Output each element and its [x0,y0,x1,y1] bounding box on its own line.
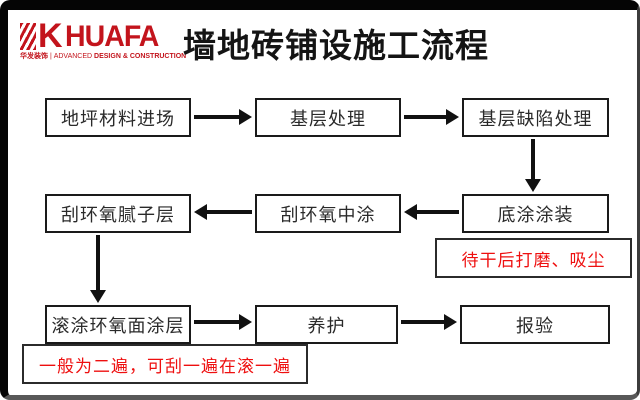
flow-box-material-entry: 地坪材料进场 [45,98,191,137]
arrow-left-icon [404,203,459,221]
arrow-down-icon [90,235,106,303]
flow-box-epoxy-putty-layer: 刮环氧腻子层 [45,194,191,233]
flow-box-base-defect-treatment: 基层缺陷处理 [462,98,609,137]
huafa-stripes-icon [20,23,36,50]
huafa-tagline: 华发装饰 | ADVANCED DESIGN & CONSTRUCTION [20,53,186,61]
huafa-brand-name: HUAFA [64,20,159,53]
arrow-right-icon [194,313,252,331]
note-sand-and-vacuum: 待干后打磨、吸尘 [435,238,632,278]
flow-box-primer-coating: 底涂涂装 [462,194,609,233]
huafa-tagline-cn: 华发装饰 [20,53,48,60]
flow-box-base-treatment: 基层处理 [255,98,401,137]
flow-box-inspection: 报验 [460,305,610,344]
arrow-right-icon [401,313,457,331]
huafa-k-mark-icon: K [38,17,63,55]
arrow-left-icon [194,203,252,221]
huafa-logo: K HUAFA 华发装饰 | ADVANCED DESIGN & CONSTRU… [20,17,186,61]
flow-box-curing: 养护 [255,305,398,344]
page-title: 墙地砖铺设施工流程 [183,27,489,64]
huafa-logo-row: K HUAFA [20,17,180,55]
huafa-tagline-mid: | ADVANCED [48,53,95,60]
huafa-tagline-en: DESIGN & CONSTRUCTION [94,53,187,60]
flow-box-epoxy-top-coat: 滚涂环氧面涂层 [45,305,191,344]
note-two-passes: 一般为二遍，可刮一遍在滚一遍 [22,344,308,384]
flow-box-epoxy-mid-coat: 刮环氧中涂 [255,194,401,233]
arrow-down-icon [525,139,541,192]
arrow-right-icon [404,108,459,126]
arrow-right-icon [194,108,252,126]
